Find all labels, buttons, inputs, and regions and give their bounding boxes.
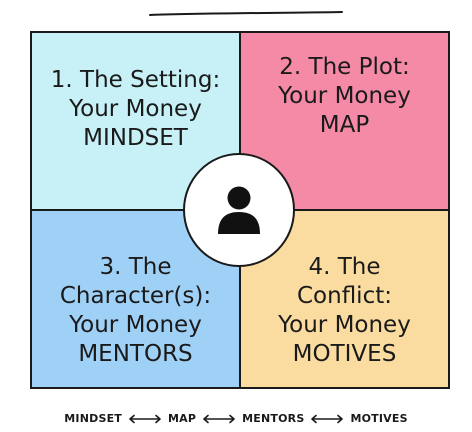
quadrant-plot: 2. The Plot: Your Money MAP (239, 31, 450, 211)
center-circle (183, 153, 295, 267)
top-decorative-line (149, 11, 343, 16)
flow-item-mentors: MENTORS (242, 412, 305, 425)
quadrant-characters-line-2: Character(s): (59, 283, 212, 309)
quadrant-conflict-line-2: Conflict: (296, 283, 392, 309)
flow-item-mindset: MINDSET (64, 412, 122, 425)
quadrant-setting-line-3: MINDSET (83, 124, 188, 151)
flow-item-map: MAP (168, 412, 197, 425)
quadrant-plot-line-1: 2. The Plot: (279, 53, 410, 80)
quadrant-setting: 1. The Setting: Your Money MINDSET (30, 31, 241, 211)
quadrant-conflict-line-4: MOTIVES (292, 341, 397, 367)
person-icon (218, 186, 260, 234)
quadrant-setting-line-1: 1. The Setting: (50, 66, 221, 93)
double-arrow-icon (203, 414, 235, 423)
quadrant-setting-line-2: Your Money (69, 95, 202, 122)
double-arrow-icon (311, 414, 344, 423)
double-arrow-icon (129, 414, 161, 423)
flow-item-motives: MOTIVES (350, 412, 408, 425)
quadrant-conflict-line-3: Your Money (278, 312, 411, 338)
story-quadrant-grid: 1. The Setting: Your Money MINDSET 2. Th… (30, 31, 450, 389)
quadrant-characters-line-3: Your Money (69, 312, 202, 338)
quadrant-characters-line-1: 3. The (99, 254, 172, 280)
quadrant-plot-line-2: Your Money (278, 82, 411, 109)
quadrant-plot-line-3: MAP (319, 111, 370, 138)
quadrant-characters-line-4: MENTORS (78, 341, 193, 367)
flow-sequence: MINDSET MAP MENTORS MOTIVES (0, 412, 472, 425)
quadrant-conflict-line-1: 4. The (308, 254, 381, 280)
